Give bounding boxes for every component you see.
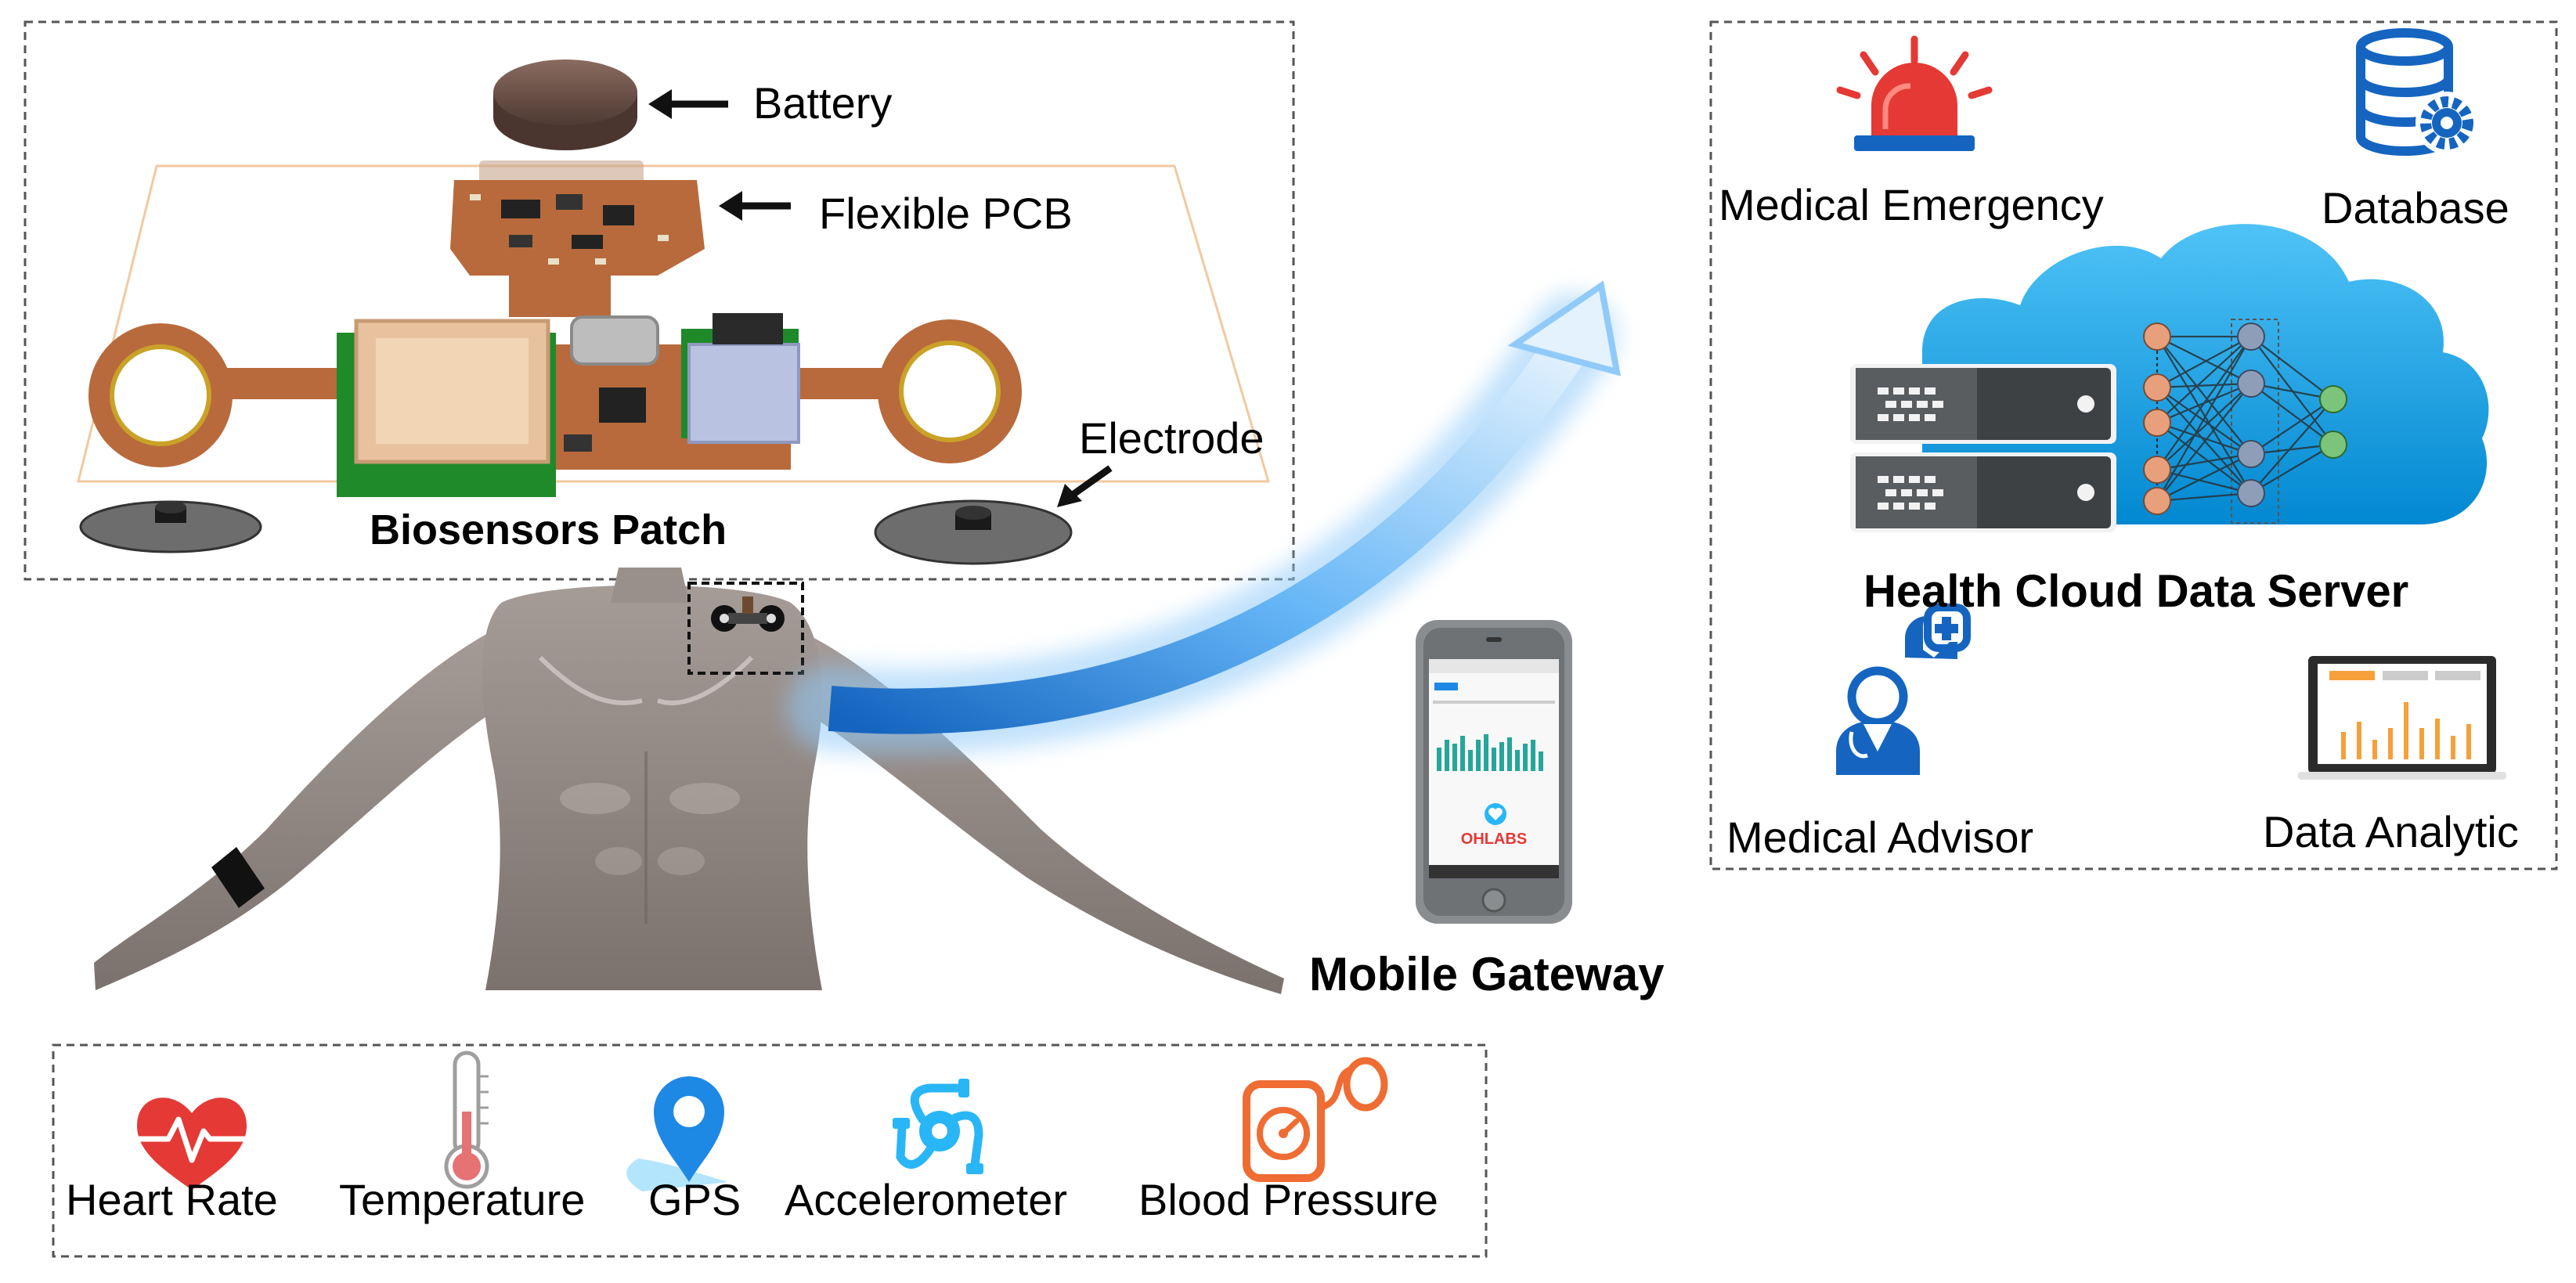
data-analytic-label: Data Analytic bbox=[2263, 807, 2519, 856]
mobile-gateway-title: Mobile Gateway bbox=[1309, 948, 1665, 1000]
siren-icon bbox=[1836, 35, 1993, 151]
cloud-box bbox=[1709, 20, 2558, 870]
electrode-label: Electrode bbox=[1079, 413, 1265, 463]
chest-patch-icon bbox=[711, 596, 785, 632]
pcb-arrow bbox=[719, 191, 791, 221]
database-icon bbox=[2356, 28, 2478, 156]
flexible-pcb-icon bbox=[450, 160, 705, 317]
neural-network-icon bbox=[2143, 319, 2347, 524]
battery-label: Battery bbox=[753, 78, 893, 128]
sensor-label-gps: GPS bbox=[648, 1175, 741, 1224]
sensor-label-heart-rate: Heart Rate bbox=[66, 1175, 278, 1224]
medical-emergency-label: Medical Emergency bbox=[1719, 180, 2104, 229]
accelerometer-icon bbox=[893, 1079, 983, 1174]
sensor-label-blood-pressure: Blood Pressure bbox=[1138, 1175, 1438, 1224]
pcb-main-board bbox=[337, 313, 800, 497]
medical-advisor-label: Medical Advisor bbox=[1726, 813, 2034, 862]
electrode-arrow bbox=[1057, 465, 1113, 507]
gear-icon bbox=[2415, 92, 2478, 154]
sensor-legend-box bbox=[52, 1043, 1488, 1258]
biosensors-patch-title: Biosensors Patch bbox=[370, 506, 727, 553]
battery-icon bbox=[493, 59, 637, 150]
health-cloud-title: Health Cloud Data Server bbox=[1863, 566, 2409, 617]
pcb-flex-arms bbox=[88, 319, 1022, 467]
patch-box bbox=[23, 20, 1295, 581]
electrode-left-icon bbox=[79, 500, 262, 553]
data-upload-arrow bbox=[787, 280, 1622, 755]
sensor-label-temperature: Temperature bbox=[339, 1175, 586, 1224]
thermometer-icon bbox=[444, 1051, 489, 1189]
cloud-icon bbox=[1922, 224, 2489, 524]
database-label: Database bbox=[2322, 183, 2509, 232]
heart-rate-icon bbox=[137, 1097, 247, 1190]
sensor-label-accelerometer: Accelerometer bbox=[785, 1175, 1068, 1224]
battery-arrow bbox=[648, 89, 728, 119]
electrode-right-icon bbox=[874, 499, 1073, 565]
patch-location-box bbox=[687, 582, 804, 675]
human-torso-figure bbox=[94, 568, 1284, 994]
phone-bar-chart bbox=[1437, 734, 1543, 771]
blood-pressure-icon bbox=[1243, 1057, 1388, 1182]
laptop-analytics-icon bbox=[2298, 656, 2506, 780]
server-icon bbox=[1850, 364, 2116, 532]
phone-brand-text: OHLABS bbox=[1461, 831, 1527, 848]
doctor-icon bbox=[1836, 604, 1977, 775]
flexible-pcb-label: Flexible PCB bbox=[819, 189, 1073, 238]
phone-icon: OHLABS bbox=[1416, 620, 1572, 924]
gps-pin-icon bbox=[626, 1076, 728, 1191]
